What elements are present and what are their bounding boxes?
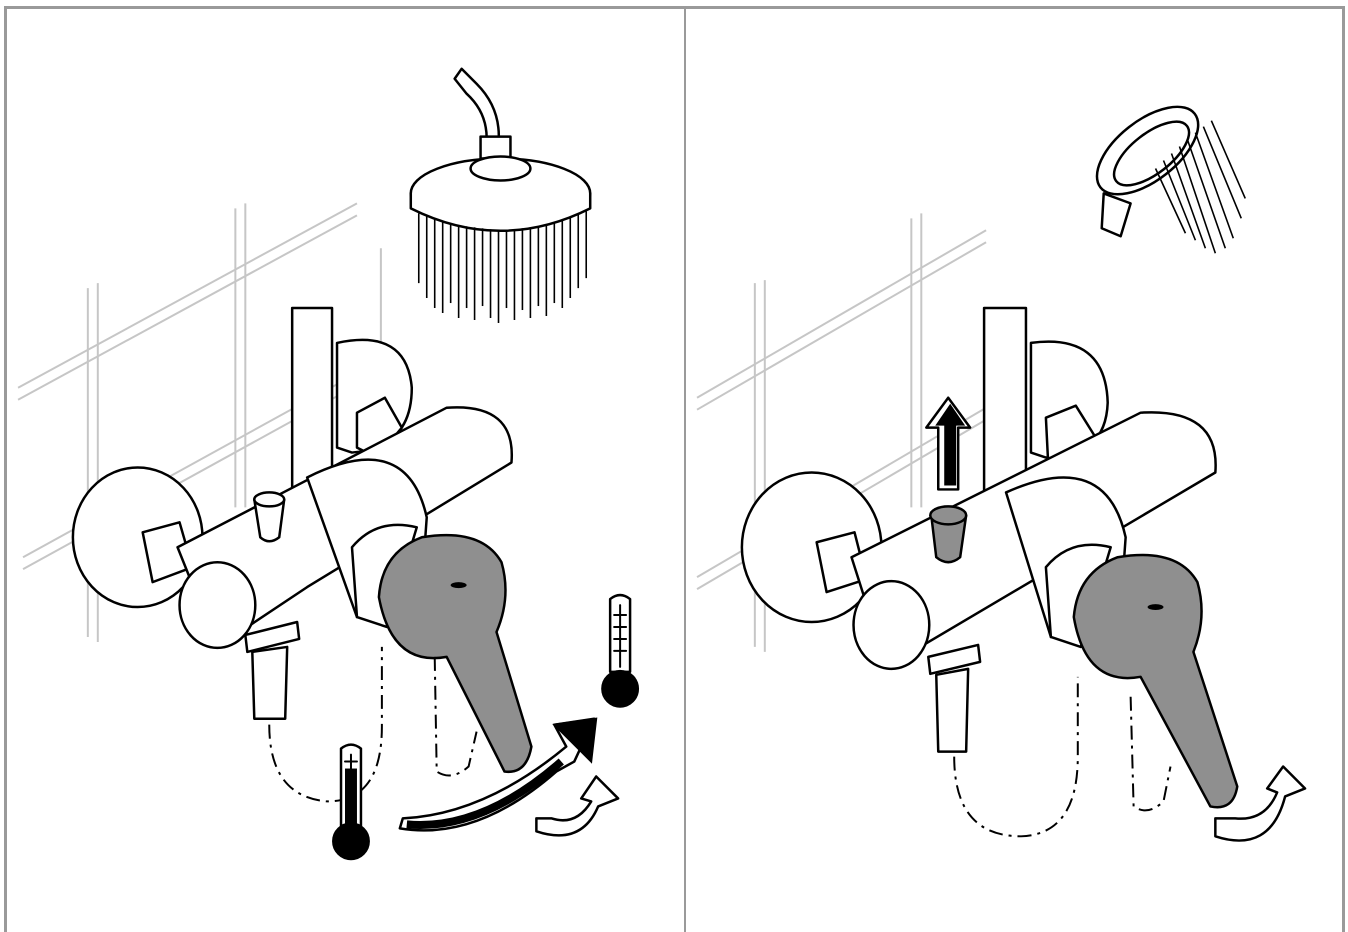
overhead-shower-illustration [7, 9, 684, 932]
diverter-up-arrow-icon [926, 398, 970, 490]
shower-head-icon [411, 69, 590, 323]
hose-nut [928, 645, 980, 674]
hose [936, 669, 968, 752]
diverter-knob-icon [254, 492, 284, 541]
thermometer-cold-icon [333, 745, 369, 860]
lift-lever-arrow-icon [536, 777, 618, 836]
thermometer-hot-icon [602, 595, 638, 707]
hand-shower-illustration [686, 9, 1342, 932]
riser-pipe [292, 308, 332, 487]
panel-overhead-shower [4, 6, 686, 932]
diverter-knob-pulled-icon [930, 506, 966, 562]
panel-hand-shower [684, 6, 1345, 932]
hose [252, 647, 287, 719]
hose-nut [245, 622, 299, 652]
hand-shower-icon [1082, 90, 1245, 253]
mixer-lever-icon [1074, 555, 1237, 807]
mixer-lever-icon [379, 535, 532, 772]
